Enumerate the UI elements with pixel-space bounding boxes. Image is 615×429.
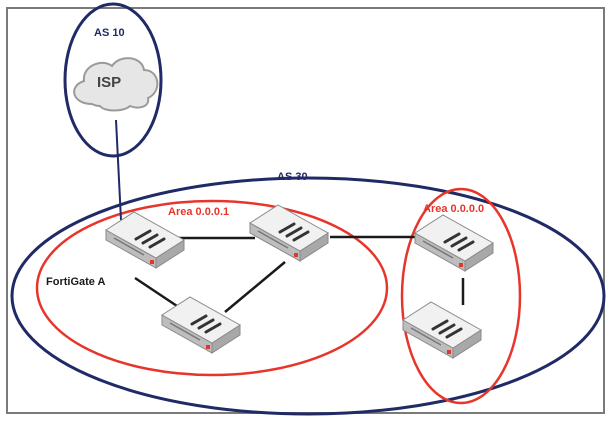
- link-isp-fortigate-a: [115, 119, 122, 221]
- as30-boundary: [10, 176, 606, 416]
- device-logo-stripe: [438, 323, 456, 335]
- device-logo-stripe: [457, 240, 475, 252]
- fortigate-c-device-icon[interactable]: [161, 296, 241, 354]
- device-port-row: [410, 327, 442, 346]
- device-status-led: [294, 253, 298, 257]
- device-logo-stripe: [190, 314, 208, 326]
- device-port-row: [257, 230, 289, 249]
- area-0.0.0.1-boundary: [35, 199, 389, 377]
- fortigate-a-label: FortiGate A: [46, 276, 106, 288]
- as10-label: AS 10: [94, 27, 125, 39]
- isp-label: ISP: [97, 74, 121, 91]
- fortigate-b-device-icon[interactable]: [249, 204, 329, 262]
- fortigate-e-device-icon[interactable]: [402, 301, 482, 359]
- as10-boundary: [63, 2, 163, 158]
- device-logo-stripe: [197, 318, 215, 330]
- device-logo-stripe: [148, 237, 166, 249]
- device-logo-stripe: [292, 230, 310, 242]
- device-status-led: [459, 263, 463, 267]
- device-logo-stripe: [278, 222, 296, 234]
- area-0.0.0.1-label: Area 0.0.0.1: [168, 206, 229, 218]
- device-logo-stripe: [204, 322, 222, 334]
- device-logo-stripe: [450, 236, 468, 248]
- device-port-row: [169, 322, 201, 341]
- fortigate-a-device-icon[interactable]: [105, 211, 185, 269]
- as30-label: AS 30: [277, 171, 308, 183]
- device-port-row: [422, 240, 454, 259]
- device-logo-stripe: [445, 327, 463, 339]
- device-logo-stripe: [285, 226, 303, 238]
- device-logo-stripe: [443, 232, 461, 244]
- device-logo-stripe: [141, 233, 159, 245]
- isp-cloud-icon: [73, 57, 159, 112]
- area-0.0.0.0-label: Area 0.0.0.0: [423, 203, 484, 215]
- device-status-led: [150, 260, 154, 264]
- device-port-row: [113, 237, 145, 256]
- fortigate-d-device-icon[interactable]: [414, 214, 494, 272]
- device-logo-stripe: [134, 229, 152, 241]
- device-logo-stripe: [431, 319, 449, 331]
- area-0.0.0.0-boundary: [400, 187, 522, 405]
- device-status-led: [447, 350, 451, 354]
- device-status-led: [206, 345, 210, 349]
- link-fgb-fgc: [224, 261, 286, 313]
